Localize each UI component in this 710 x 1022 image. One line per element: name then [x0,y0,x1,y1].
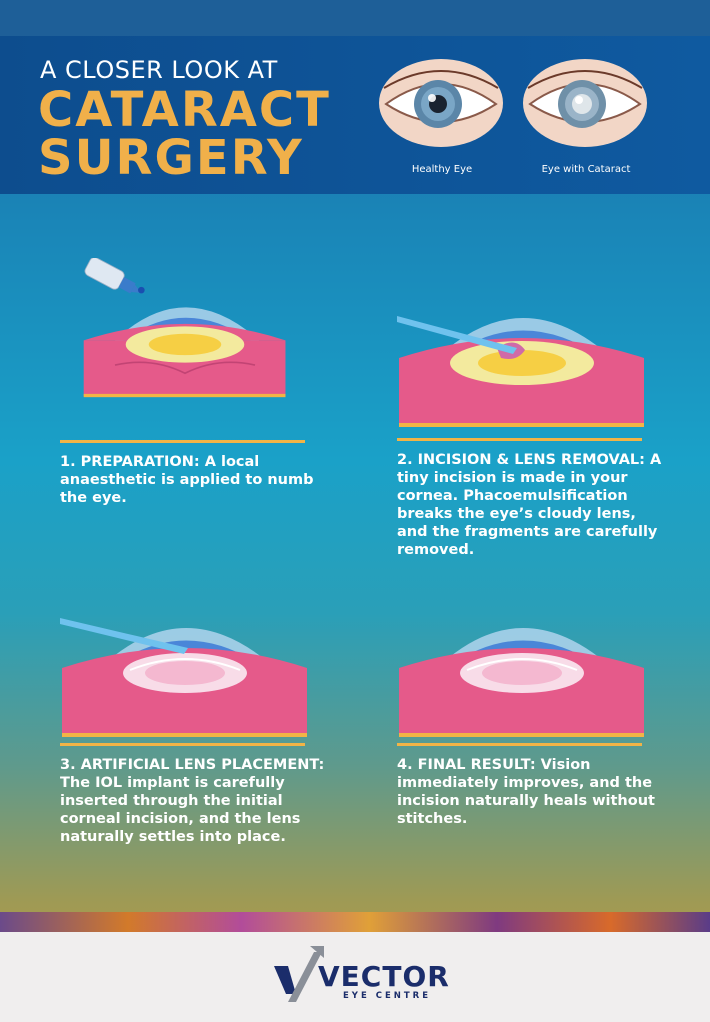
healthy-eye-caption: Healthy Eye [411,164,473,175]
top-strip [0,0,710,36]
footer [0,932,710,1022]
healthy-eye-illustration [379,59,503,147]
step3-lens-placement-illustration [60,618,307,737]
cataract-eye-illustration [523,59,647,147]
header-title-line2: SURGERY [38,130,304,186]
step3-divider [60,743,305,746]
cataract-eye-caption: Eye with Cataract [541,164,631,175]
step3-text: 3. ARTIFICIAL LENS PLACEMENT: The IOL im… [60,757,325,845]
header-kicker: A CLOSER LOOK AT [40,56,278,84]
step2-text: 2. INCISION & LENS REMOVAL: A tiny incis… [397,452,662,558]
logo-subtitle: EYE CENTRE [343,991,432,1001]
step1-text: 1. PREPARATION: A local anaesthetic is a… [60,454,314,506]
decorative-band [0,912,710,932]
step4-divider [397,743,642,746]
drop-icon [138,286,145,294]
step2-incision-illustration [397,316,644,427]
step2-divider [397,438,642,441]
vector-logo-icon [274,946,324,1002]
header-title-line1: CATARACT [38,82,331,138]
step1-preparation-illustration [83,258,286,398]
step1-divider [60,440,305,443]
logo-wordmark[interactable]: VECTOR [318,960,450,993]
step4-final-result-illustration [399,628,644,737]
step4-text: 4. FINAL RESULT: Vision immediately impr… [397,757,655,827]
